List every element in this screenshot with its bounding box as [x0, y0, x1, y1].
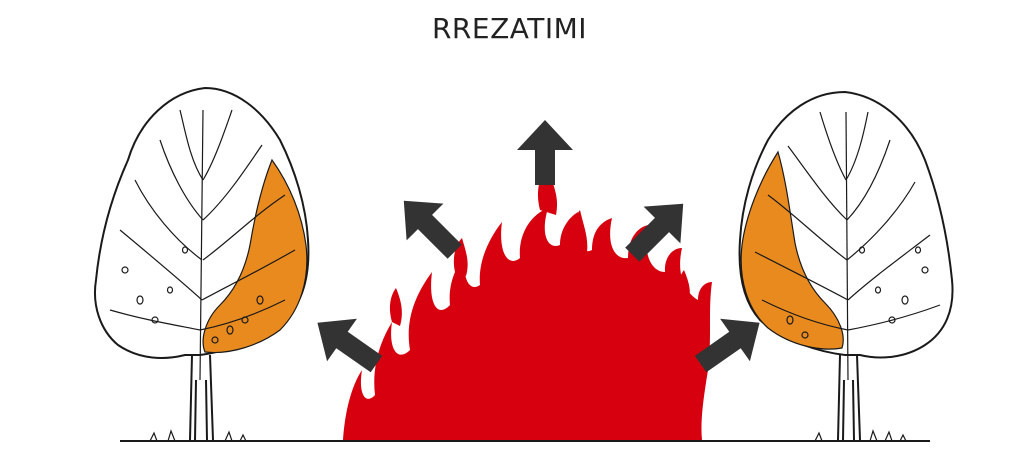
arrow-up-icon	[517, 120, 573, 185]
right-tree-trunk	[838, 355, 860, 440]
left-tree-trunk	[190, 355, 213, 440]
left-tree-grass	[150, 431, 246, 441]
right-tree-icon	[740, 92, 953, 441]
left-tree-icon	[95, 88, 308, 441]
